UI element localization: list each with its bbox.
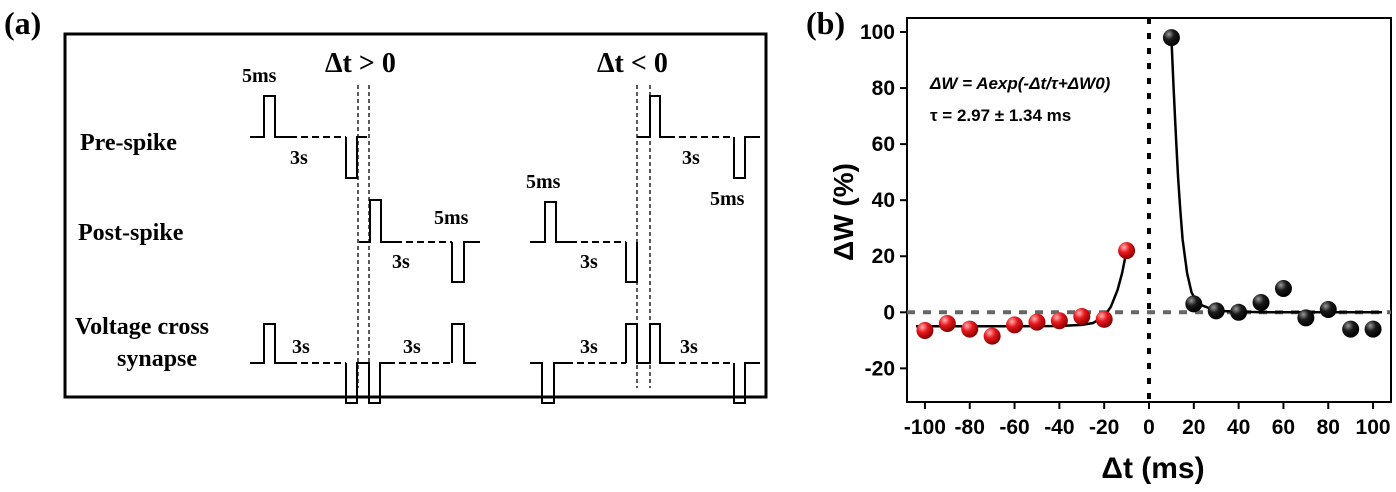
- fit-equation: ΔW = Aexp(-Δt/τ+ΔW0): [929, 74, 1111, 93]
- header-dt-positive: Δt > 0: [325, 48, 396, 79]
- y-tick-label: -20: [865, 357, 895, 380]
- data-point: [983, 327, 1001, 345]
- y-tick-label: 20: [872, 245, 895, 268]
- interval-label: 3s: [580, 336, 598, 358]
- data-point: [1162, 29, 1180, 47]
- post-spike-waveform-neg: [530, 201, 570, 243]
- y-tick-label: 100: [860, 21, 895, 44]
- pulse-width-label: 5ms: [434, 207, 469, 229]
- data-point: [938, 315, 956, 333]
- data-point: [1297, 309, 1315, 327]
- y-tick-label: 60: [872, 133, 895, 156]
- panel-a-letter: (a): [4, 5, 41, 41]
- x-tick-label: 60: [1272, 416, 1295, 439]
- data-point: [1095, 310, 1113, 328]
- pre-spike-waveform-pos: [250, 95, 290, 138]
- interval-label: 3s: [290, 147, 308, 169]
- x-tick-label: 20: [1182, 416, 1205, 439]
- x-axis-label: Δt (ms): [1101, 452, 1204, 485]
- data-point: [916, 322, 934, 340]
- x-tick-label: 80: [1317, 416, 1340, 439]
- timing-markers: [357, 85, 651, 388]
- data-point: [1207, 302, 1225, 320]
- row-label-cross-line1: Voltage cross: [75, 314, 209, 340]
- interval-label: 3s: [403, 336, 421, 358]
- cross-waveform-pos: [250, 323, 290, 364]
- data-point: [1230, 303, 1248, 321]
- panel-b-letter: (b): [806, 5, 845, 41]
- pre-spike-waveform-neg: [637, 95, 668, 138]
- x-tick-label: -40: [1044, 416, 1074, 439]
- pulse-width-label: 5ms: [710, 188, 745, 210]
- header-dt-negative: Δt < 0: [597, 48, 668, 79]
- x-tick-label: 40: [1227, 416, 1250, 439]
- post-spike-waveform-pos: [359, 199, 395, 243]
- plot-frame: [906, 17, 1392, 403]
- row-label-post-spike: Post-spike: [78, 220, 184, 246]
- data-point: [1252, 293, 1270, 311]
- data-point: [1185, 295, 1203, 313]
- data-point: [1274, 279, 1292, 297]
- y-tick-label: 0: [883, 301, 895, 324]
- data-point: [1028, 313, 1046, 331]
- y-tick-label: 80: [872, 77, 895, 100]
- x-tick-label: 0: [1143, 416, 1155, 439]
- x-tick-label: -100: [904, 416, 946, 439]
- y-axis-label: ΔW (%): [828, 163, 859, 261]
- pulse-width-label: 5ms: [242, 65, 277, 87]
- x-tick-label: -80: [955, 416, 985, 439]
- interval-label: 3s: [580, 251, 598, 273]
- x-tick-label: 100: [1356, 416, 1391, 439]
- data-point: [961, 320, 979, 338]
- interval-label: 3s: [392, 251, 410, 273]
- data-point: [1342, 320, 1360, 338]
- pulse-width-label: 5ms: [526, 171, 561, 193]
- interval-label: 3s: [680, 336, 698, 358]
- schematic-frame: [63, 32, 768, 399]
- cross-waveform-neg: [530, 362, 566, 404]
- interval-label: 3s: [292, 336, 310, 358]
- fit-curve-negative: [916, 250, 1128, 328]
- stdp-schematic-panel: (a) Δt > 0 Δt < 0 Pre-spike Post-spike V…: [4, 5, 768, 404]
- data-point: [1118, 242, 1136, 260]
- data-point: [1050, 312, 1068, 330]
- x-tick-label: -20: [1089, 416, 1119, 439]
- fit-curve-positive: [1170, 37, 1382, 314]
- data-point: [1073, 308, 1091, 326]
- x-tick-label: -60: [999, 416, 1029, 439]
- data-point: [1364, 320, 1382, 338]
- spike-waveforms: [250, 95, 760, 404]
- fit-tau-value: τ = 2.97 ± 1.34 ms: [930, 106, 1071, 125]
- interval-label: 3s: [682, 147, 700, 169]
- y-tick-label: 40: [872, 189, 895, 212]
- stdp-chart: -100 -80 -60 -40 -20 0 20 40 60 80 100 -20 0 20 40 60 80…: [860, 17, 1392, 439]
- row-label-pre-spike: Pre-spike: [80, 130, 177, 156]
- data-point: [1006, 316, 1024, 334]
- row-label-cross-line2: synapse: [117, 346, 197, 372]
- data-point: [1319, 301, 1337, 319]
